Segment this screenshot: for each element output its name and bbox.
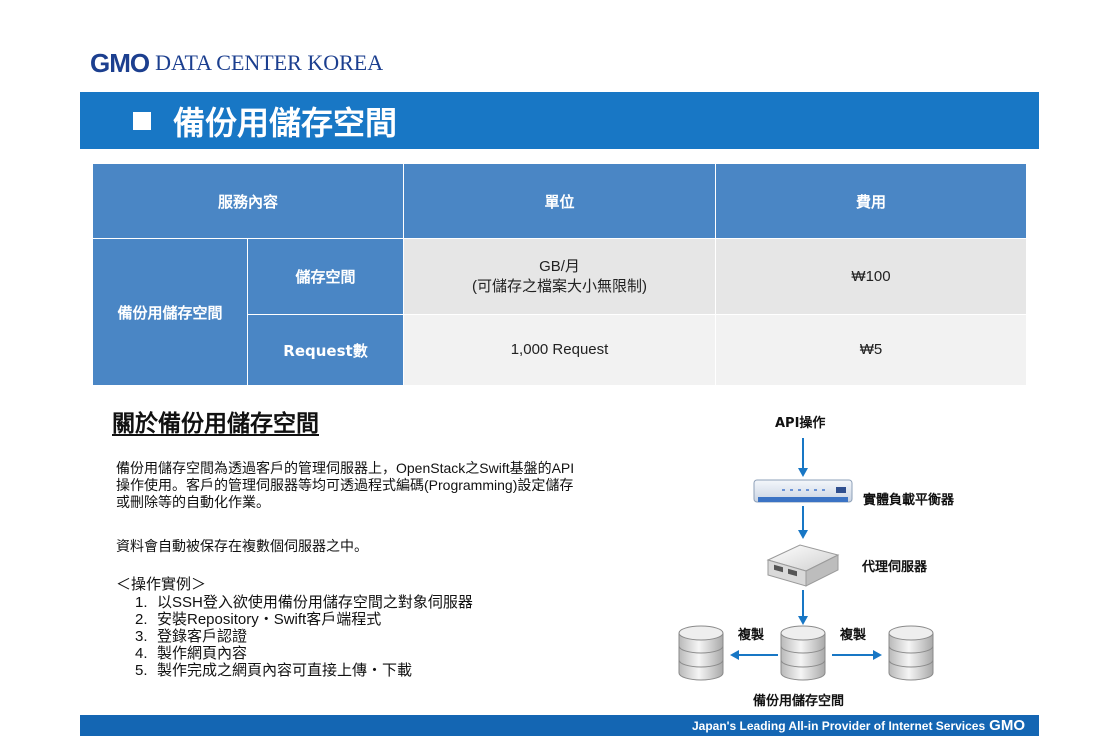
row-group-label: 備份用儲存空間 <box>92 238 248 386</box>
step-text: 製作完成之網頁內容可直接上傳・下載 <box>157 662 413 679</box>
storage-cylinder-icon <box>888 625 934 681</box>
table-row: Request數 1,000 Request ₩5 <box>93 314 1028 386</box>
pricing-table: 服務內容 單位 費用 備份用儲存空間 儲存空間 GB/月 (可儲存之檔案大小無限… <box>91 163 1028 386</box>
description-line: 操作使用。客戶的管理伺服器等均可透過程式編碼(Programming)設定儲存 <box>116 477 574 493</box>
steps-list: 1. 以SSH登入欲使用備份用儲存空間之對象伺服器 2. 安裝Repository・… <box>135 594 473 679</box>
logo-brand: GMO <box>90 47 150 78</box>
about-note: 資料會自動被保存在複數個伺服器之中。 <box>116 538 368 554</box>
arrow-copy-left <box>730 650 778 660</box>
company-logo: GMO DATA CENTER KOREA <box>90 48 383 78</box>
footer-brand: GMO <box>989 717 1025 734</box>
arrow-proxy-to-storage <box>798 590 808 625</box>
square-bullet-icon <box>133 111 151 130</box>
step-number: 3. <box>135 628 148 645</box>
step-number: 2. <box>135 611 148 628</box>
label-storage: 備份用儲存空間 <box>753 694 845 709</box>
storage-cylinder-icon <box>780 625 826 681</box>
row-fee: ₩100 <box>715 238 1028 315</box>
arrow-api-to-lb <box>798 438 808 477</box>
load-balancer-icon <box>753 479 853 503</box>
description-line: 備份用儲存空間為透過客戶的管理伺服器上，OpenStack之Swift基盤的AP… <box>116 460 575 476</box>
logo-text: DATA CENTER KOREA <box>155 50 384 75</box>
row-item: 儲存空間 <box>246 238 405 315</box>
header-unit: 單位 <box>403 163 717 239</box>
row-unit: 1,000 Request <box>403 314 717 386</box>
storage-cylinder-icon <box>678 625 724 681</box>
step-number: 5. <box>135 662 148 679</box>
step-number: 1. <box>135 594 148 611</box>
step-text: 以SSH登入欲使用備份用儲存空間之對象伺服器 <box>157 594 473 611</box>
table-header-row: 服務內容 單位 費用 <box>91 163 1028 239</box>
list-item: 3. 登錄客戶認證 <box>135 628 473 645</box>
label-copy-left: 複製 <box>738 628 765 643</box>
about-heading: 關於備份用儲存空間 <box>112 411 319 437</box>
label-load-balancer: 實體負載平衡器 <box>863 493 955 508</box>
about-description: 備份用儲存空間為透過客戶的管理伺服器上，OpenStack之Swift基盤的AP… <box>116 460 666 511</box>
row-unit: GB/月 (可儲存之檔案大小無限制) <box>403 238 717 315</box>
label-api: API操作 <box>775 416 826 431</box>
title-bar: 備份用儲存空間 <box>80 92 1039 149</box>
list-item: 5. 製作完成之網頁內容可直接上傳・下載 <box>135 662 473 679</box>
footer-tagline: Japan's Leading All-in Provider of Inter… <box>692 717 1025 734</box>
footer-bar: Japan's Leading All-in Provider of Inter… <box>80 715 1039 736</box>
step-text: 登錄客戶認證 <box>157 628 248 645</box>
header-service: 服務內容 <box>91 163 405 239</box>
steps-heading: ＜操作實例＞ <box>116 576 207 593</box>
step-text: 製作網頁內容 <box>157 645 248 662</box>
label-proxy-server: 代理伺服器 <box>862 560 928 575</box>
arrow-lb-to-proxy <box>798 506 808 539</box>
architecture-diagram-svg <box>678 438 934 681</box>
step-text: 安裝Repository・Swift客戶端程式 <box>157 611 382 628</box>
list-item: 2. 安裝Repository・Swift客戶端程式 <box>135 611 473 628</box>
proxy-server-icon <box>766 544 840 587</box>
unit-note: (可儲存之檔案大小無限制) <box>472 277 648 295</box>
header-fee: 費用 <box>715 163 1028 239</box>
step-number: 4. <box>135 645 148 662</box>
row-item: Request數 <box>246 314 405 386</box>
label-copy-right: 複製 <box>840 628 867 643</box>
arrow-copy-right <box>832 650 882 660</box>
list-item: 1. 以SSH登入欲使用備份用儲存空間之對象伺服器 <box>135 594 473 611</box>
page-title: 備份用儲存空間 <box>173 103 398 142</box>
row-fee: ₩5 <box>715 314 1028 386</box>
table-row: 備份用儲存空間 儲存空間 GB/月 (可儲存之檔案大小無限制) ₩100 <box>92 238 1028 386</box>
architecture-diagram: API操作 實體負載平衡器 代理伺服器 複製 複製 備份用儲存空間 <box>660 400 1040 715</box>
description-line: 或刪除等的自動化作業。 <box>116 494 270 510</box>
unit-line: GB/月 <box>539 257 580 275</box>
list-item: 4. 製作網頁內容 <box>135 645 473 662</box>
footer-text: Japan's Leading All-in Provider of Inter… <box>692 719 986 733</box>
